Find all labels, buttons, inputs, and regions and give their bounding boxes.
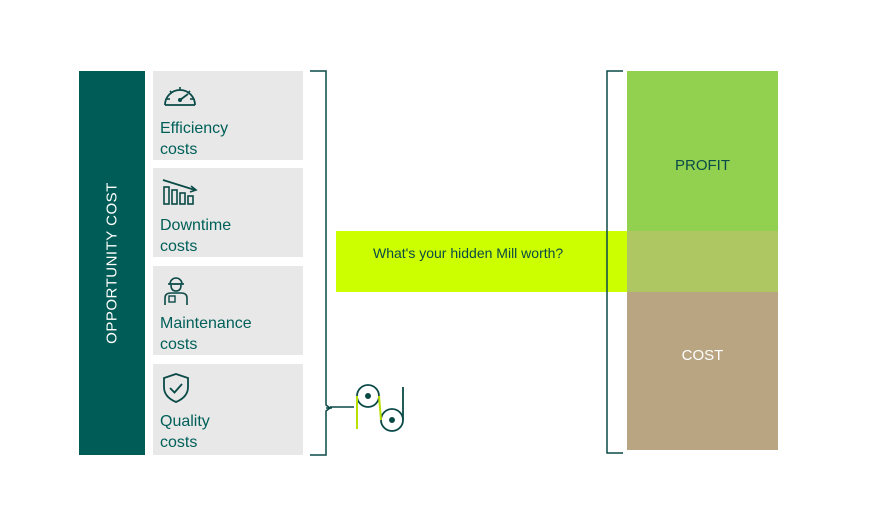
profit-cost-overlap [627,231,778,292]
profit-label: PROFIT [675,157,730,174]
shield-check-icon [163,373,189,403]
declining-bars-icon [162,179,198,205]
profit-block: PROFIT [627,71,778,231]
worker-icon [164,277,188,305]
opportunity-cost-label: OPPORTUNITY COST [103,182,121,344]
card-maintenance: Maintenance costs [153,266,303,355]
left-brace [606,70,623,454]
banner-text: What's your hidden Mill worth? [373,245,564,261]
card-downtime: Downtime costs [153,168,303,257]
right-brace [310,70,332,456]
logo-icon [356,384,404,432]
card-label: Downtime costs [160,217,232,255]
cost-label: COST [681,347,724,364]
card-label: Quality costs [160,413,210,451]
cost-block: COST [627,292,778,450]
card-efficiency: Efficiency costs [153,71,303,160]
connector-line [330,406,354,408]
card-label: Maintenance costs [160,315,252,353]
gauge-icon [164,87,196,106]
opportunity-cost-bar: OPPORTUNITY COST [79,71,145,455]
card-label: Efficiency costs [160,120,229,158]
card-quality: Quality costs [153,364,303,455]
